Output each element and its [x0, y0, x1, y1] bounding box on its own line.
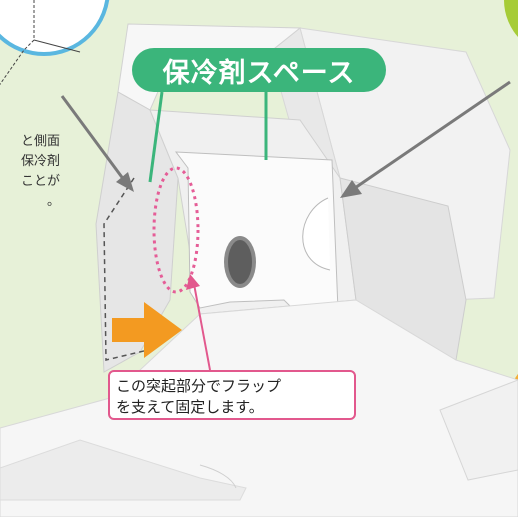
- box-front-fold: [0, 439, 247, 501]
- banner-pointer-left: [148, 91, 164, 183]
- inset-sketch-edge: [33, 39, 81, 53]
- inset-sketch-lines: [0, 0, 35, 86]
- cold-pack-space-label: 保冷剤スペース: [162, 57, 356, 89]
- side-note-text: と側面 保冷剤 ことが 。: [0, 132, 60, 212]
- callout-line: この突起部分でフラップ: [116, 377, 282, 395]
- grey-arrow-left-line: [60, 95, 126, 181]
- side-note-line: 。: [46, 194, 60, 209]
- lime-circle: [504, 0, 518, 38]
- grey-arrow-right-head: [340, 180, 362, 198]
- pink-pointer-head: [186, 274, 200, 290]
- insert-flap: [174, 151, 339, 313]
- grey-arrow-left-head: [116, 172, 134, 192]
- grey-arrow-right-line: [351, 80, 511, 192]
- orange-arrow: [112, 302, 182, 358]
- callout-line: を支えて固定します。: [116, 398, 264, 416]
- pink-dotted-highlight: [152, 166, 200, 294]
- pink-pointer-line: [193, 283, 211, 371]
- side-note-line: ことが: [20, 174, 60, 189]
- floor-crease: [199, 464, 237, 489]
- banner-background: [132, 48, 386, 92]
- dashed-fold-outline: [103, 177, 149, 361]
- inset-circle-top-left: [0, 0, 110, 56]
- box-front-right: [439, 379, 518, 481]
- side-note-line: と側面: [20, 134, 60, 149]
- flap-hole-inner: [228, 240, 252, 284]
- callout-box: この突起部分でフラップ を支えて固定します。: [108, 370, 356, 420]
- flap-notch-right: [302, 197, 331, 271]
- side-note-line: 保冷剤: [20, 154, 60, 169]
